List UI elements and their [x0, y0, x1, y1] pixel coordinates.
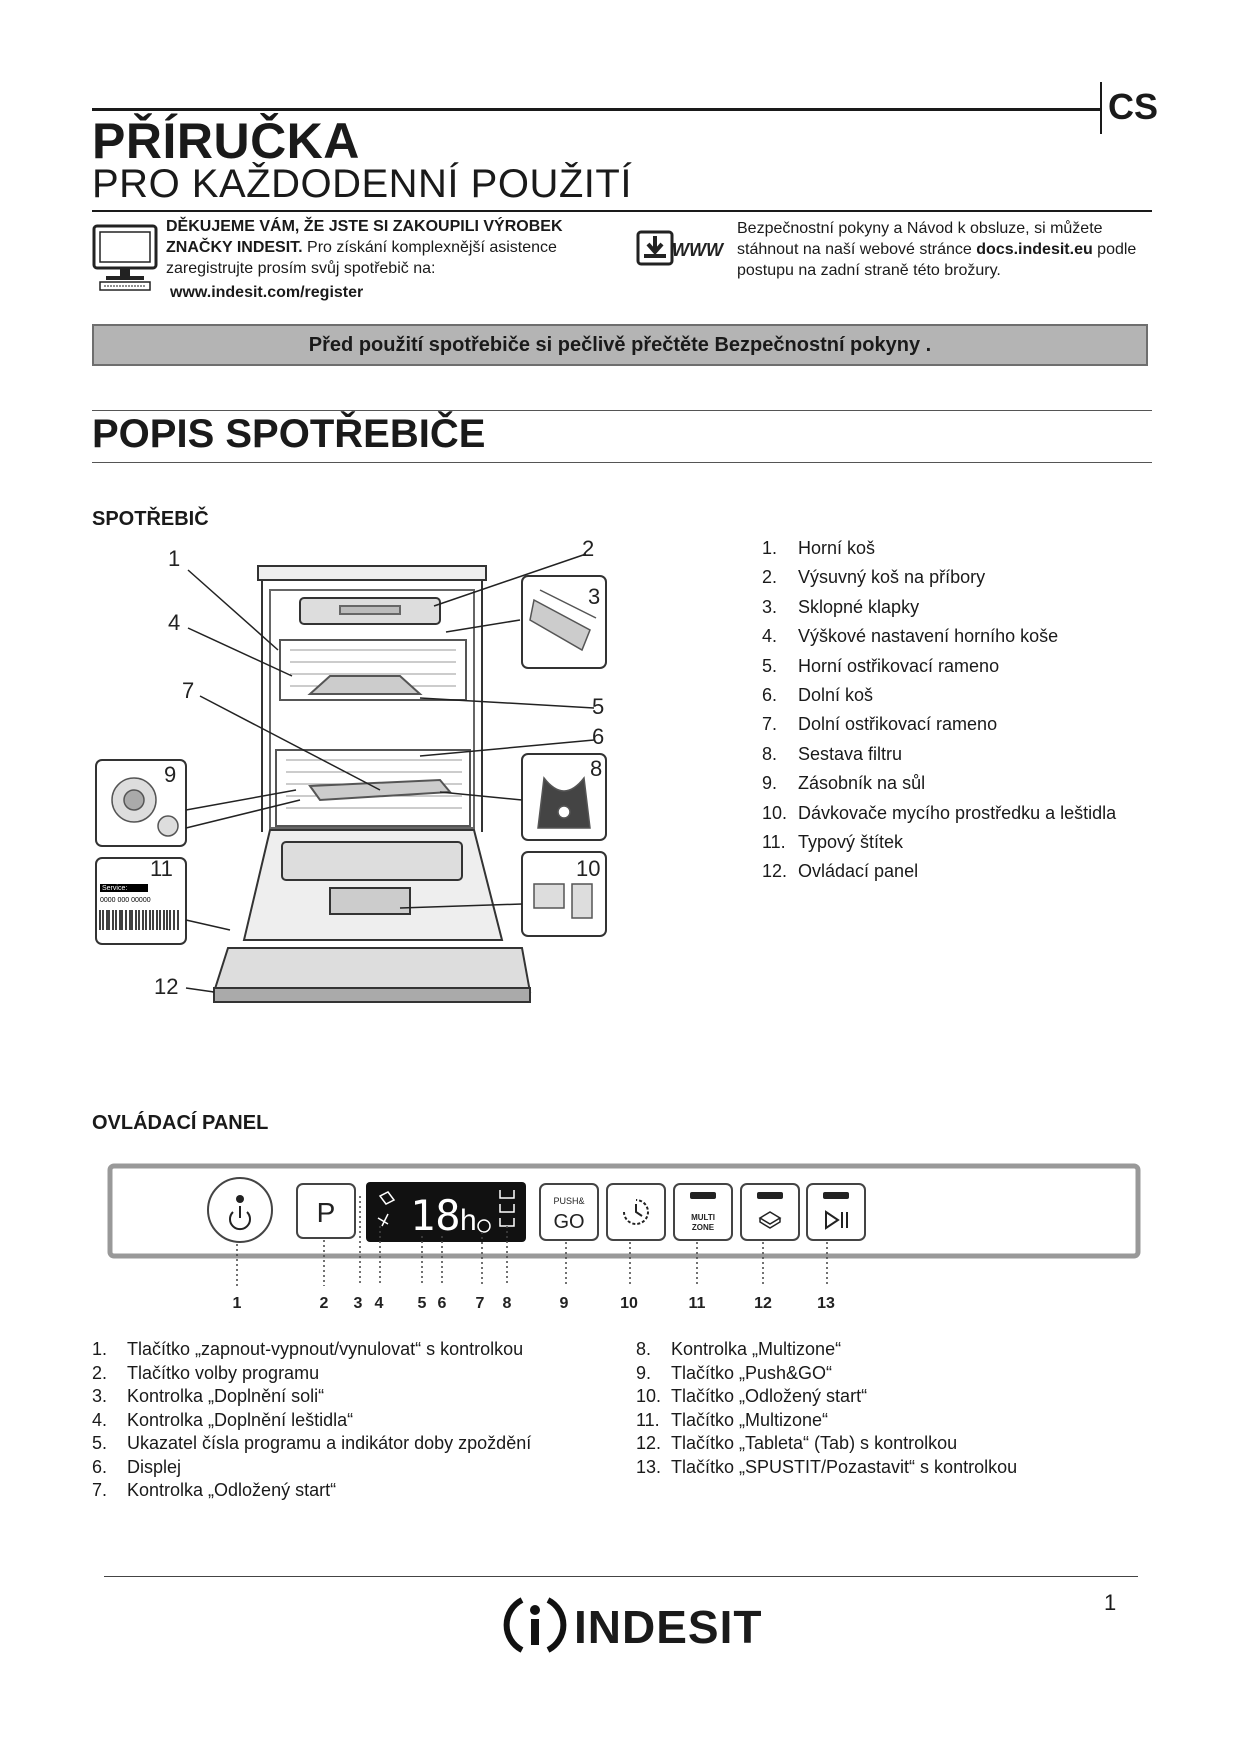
list-item: 3.Kontrolka „Doplnění soli“: [92, 1385, 531, 1409]
cp-callout-8: 8: [503, 1295, 512, 1312]
register-link[interactable]: www.indesit.com/register: [170, 284, 363, 302]
callout-1: 1: [168, 546, 180, 571]
start-led: [823, 1192, 849, 1199]
control-list-left: 1.Tlačítko „zapnout-vypnout/vynulovat“ s…: [92, 1338, 531, 1503]
control-panel-diagram: P 18 h PUSH& GO MULTI ZONE: [106, 1160, 1146, 1330]
push-go-bottom-label: GO: [553, 1211, 584, 1233]
safety-banner: Před použití spotřebiče si pečlivě přečt…: [92, 324, 1148, 366]
list-item: 6.Dolní koš: [762, 681, 1116, 710]
section-rule-top: [92, 410, 1152, 411]
callout-6: 6: [592, 724, 604, 749]
start-pause-button: [807, 1184, 865, 1240]
list-item: 12.Tlačítko „Tableta“ (Tab) s kontrolkou: [636, 1432, 1017, 1456]
callout-12: 12: [154, 974, 178, 999]
cp-callout-12: 12: [754, 1295, 772, 1312]
section-rule-bottom: [92, 462, 1152, 463]
service-label: Service:: [102, 885, 127, 892]
cp-callout-13: 13: [817, 1295, 835, 1312]
lang-divider: [1100, 82, 1102, 134]
computer-icon: [92, 224, 160, 292]
brand-logo: INDESIT: [574, 1600, 762, 1654]
list-item: 10.Tlačítko „Odložený start“: [636, 1385, 1017, 1409]
section-title: POPIS SPOTŘEBIČE: [92, 412, 485, 457]
cp-callout-9: 9: [560, 1295, 569, 1312]
multizone-label-1: MULTI: [691, 1213, 715, 1222]
list-item: 11.Tlačítko „Multizone“: [636, 1409, 1017, 1433]
footer-rule: [104, 1576, 1138, 1577]
multizone-led: [690, 1192, 716, 1199]
list-item: 7.Kontrolka „Odložený start“: [92, 1479, 531, 1503]
list-item: 5.Ukazatel čísla programu a indikátor do…: [92, 1432, 531, 1456]
control-panel-heading: OVLÁDACÍ PANEL: [92, 1112, 268, 1135]
list-item: 4.Kontrolka „Doplnění leštidla“: [92, 1409, 531, 1433]
cp-callout-3: 3: [354, 1295, 363, 1312]
list-item: 9.Tlačítko „Push&GO“: [636, 1362, 1017, 1386]
download-info: Bezpečnostní pokyny a Návod k obsluze, s…: [737, 218, 1137, 281]
intro-text: DĚKUJEME VÁM, ŽE JSTE SI ZAKOUPILI VÝROB…: [166, 216, 606, 279]
docs-link[interactable]: docs.indesit.eu: [976, 241, 1092, 258]
cp-callout-7: 7: [476, 1295, 485, 1312]
push-go-button: PUSH& GO: [540, 1184, 598, 1240]
manual-subtitle: PRO KAŽDODENNÍ POUŽITÍ: [92, 162, 632, 207]
cp-callout-10: 10: [620, 1295, 638, 1312]
www-label: WWW: [672, 240, 725, 260]
list-item: 6.Displej: [92, 1456, 531, 1480]
push-go-top-label: PUSH&: [553, 1196, 584, 1206]
callout-5: 5: [592, 694, 604, 719]
list-item: 4.Výškové nastavení horního koše: [762, 622, 1116, 651]
list-item: 5.Horní ostřikovací rameno: [762, 652, 1116, 681]
list-item: 8.Sestava filtru: [762, 740, 1116, 769]
program-key-label: P: [317, 1197, 336, 1228]
list-item: 10.Dávkovače mycího prostředku a leštidl…: [762, 799, 1116, 828]
list-item: 9.Zásobník na sůl: [762, 769, 1116, 798]
program-button: P: [297, 1184, 355, 1238]
header-rule: [92, 210, 1152, 212]
service-number: 0000 000 00000: [100, 897, 151, 904]
callout-11: 11: [150, 856, 173, 881]
cp-callout-6: 6: [438, 1295, 447, 1312]
cp-callout-5: 5: [418, 1295, 427, 1312]
cp-callout-4: 4: [375, 1295, 384, 1312]
list-item: 2.Tlačítko volby programu: [92, 1362, 531, 1386]
callout-2: 2: [582, 540, 594, 561]
callout-3: 3: [588, 584, 600, 609]
tablet-led: [757, 1192, 783, 1199]
top-rule: [92, 108, 1102, 111]
dishwasher-diagram: Service: 0000 000 00000 1 2 3 4 5 6 7 8 …: [86, 540, 626, 1010]
callout-4: 4: [168, 610, 180, 635]
cp-callout-1: 1: [233, 1295, 242, 1312]
list-item: 8.Kontrolka „Multizone“: [636, 1338, 1017, 1362]
display-h: h: [460, 1204, 477, 1237]
display: 18 h: [366, 1182, 526, 1242]
list-item: 13.Tlačítko „SPUSTIT/Pozastavit“ s kontr…: [636, 1456, 1017, 1480]
list-item: 1.Horní koš: [762, 534, 1116, 563]
callout-9: 9: [164, 762, 176, 787]
display-digits: 18: [410, 1191, 461, 1240]
list-item: 11.Typový štítek: [762, 828, 1116, 857]
indesit-logo-icon: [502, 1592, 568, 1658]
callout-10: 10: [576, 856, 600, 881]
callout-7: 7: [182, 678, 194, 703]
list-item: 12.Ovládací panel: [762, 857, 1116, 886]
callout-8: 8: [590, 756, 602, 781]
control-list-right: 8.Kontrolka „Multizone“ 9.Tlačítko „Push…: [636, 1338, 1017, 1479]
tablet-button: [741, 1184, 799, 1240]
list-item: 2.Výsuvný koš na příbory: [762, 563, 1116, 592]
parts-list: 1.Horní koš 2.Výsuvný koš na příbory 3.S…: [762, 534, 1116, 887]
multizone-label-2: ZONE: [692, 1223, 715, 1232]
delay-start-button: [607, 1184, 665, 1240]
cp-callout-2: 2: [320, 1295, 329, 1312]
page-number: 1: [1104, 1590, 1116, 1616]
download-icon: WWW: [636, 228, 728, 268]
list-item: 7.Dolní ostřikovací rameno: [762, 710, 1116, 739]
language-code: CS: [1108, 86, 1158, 128]
power-button: [208, 1178, 272, 1242]
appliance-heading: SPOTŘEBIČ: [92, 508, 209, 531]
list-item: 1.Tlačítko „zapnout-vypnout/vynulovat“ s…: [92, 1338, 531, 1362]
multizone-button: MULTI ZONE: [674, 1184, 732, 1240]
list-item: 3.Sklopné klapky: [762, 593, 1116, 622]
cp-callout-11: 11: [689, 1295, 706, 1312]
